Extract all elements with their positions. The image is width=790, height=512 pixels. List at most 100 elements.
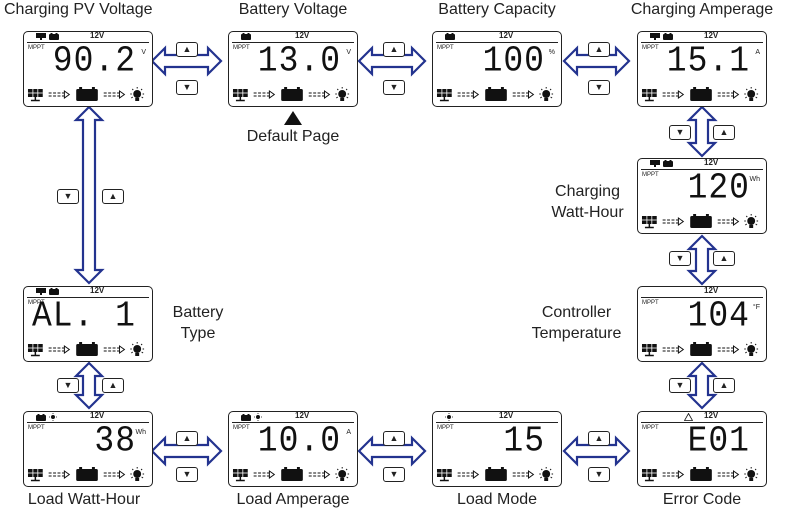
system-voltage-label: 12V xyxy=(295,411,310,420)
up-button[interactable]: ▲ xyxy=(383,42,405,57)
up-button[interactable]: ▲ xyxy=(176,431,198,446)
double-arrow-h xyxy=(357,45,427,77)
solar-panel-icon xyxy=(641,216,657,229)
status-icons xyxy=(650,160,676,169)
battery-icon xyxy=(49,33,59,40)
energy-flow-bar xyxy=(27,342,149,358)
lcd-unit: V xyxy=(141,49,146,56)
battery-icon xyxy=(241,414,251,421)
light-bulb-icon xyxy=(539,467,554,481)
down-button[interactable]: ▼ xyxy=(669,251,691,266)
battery-icon xyxy=(241,33,251,40)
up-button[interactable]: ▲ xyxy=(713,251,735,266)
caption-pv-voltage: Charging PV Voltage xyxy=(4,1,153,18)
solar-panel-icon xyxy=(27,469,43,482)
lcd-value: 100 xyxy=(482,41,545,82)
down-button[interactable]: ▼ xyxy=(588,80,610,95)
flow-arrow-icon xyxy=(717,345,740,354)
solar-panel-icon xyxy=(641,89,657,102)
double-arrow-h xyxy=(150,435,223,467)
energy-flow-bar xyxy=(641,214,763,230)
double-arrow-h xyxy=(150,45,223,77)
mode-label: MPPT xyxy=(233,45,250,51)
down-button[interactable]: ▼ xyxy=(383,467,405,482)
system-voltage-label: 12V xyxy=(499,31,514,40)
solar-panel-icon xyxy=(36,33,46,40)
lcd-unit: A xyxy=(346,429,351,436)
light-bulb-icon xyxy=(744,87,759,101)
battery-icon xyxy=(76,467,98,481)
lcd-value: 90.2 xyxy=(52,41,136,82)
mode-label: MPPT xyxy=(642,45,659,51)
lcd-divider xyxy=(436,42,558,43)
lcd-screen-charging-amperage: 12V MPPT 15.1 A xyxy=(637,31,767,107)
battery-icon xyxy=(281,87,303,101)
flow-arrow-icon xyxy=(717,470,740,479)
lcd-screen-load-amperage: 12V MPPT 10.0 A xyxy=(228,411,358,487)
down-button[interactable]: ▼ xyxy=(57,189,79,204)
up-button[interactable]: ▲ xyxy=(176,42,198,57)
down-button[interactable]: ▼ xyxy=(383,80,405,95)
flow-arrow-icon xyxy=(512,470,535,479)
down-button[interactable]: ▼ xyxy=(588,467,610,482)
system-voltage-label: 12V xyxy=(90,411,105,420)
lcd-unit: V xyxy=(346,49,351,56)
caption-error-code: Error Code xyxy=(662,491,742,508)
solar-panel-icon xyxy=(641,344,657,357)
up-button[interactable]: ▲ xyxy=(713,378,735,393)
up-button[interactable]: ▲ xyxy=(102,378,124,393)
solar-panel-icon xyxy=(27,89,43,102)
down-button[interactable]: ▼ xyxy=(57,378,79,393)
lcd-divider xyxy=(27,42,149,43)
flow-arrow-icon xyxy=(48,90,71,99)
solar-panel-icon xyxy=(27,344,43,357)
down-button[interactable]: ▼ xyxy=(176,80,198,95)
flow-arrow-icon xyxy=(717,217,740,226)
light-bulb-icon xyxy=(744,214,759,228)
lcd-value: AL. 1 xyxy=(31,296,136,337)
battery-icon xyxy=(485,87,507,101)
light-bulb-icon xyxy=(744,342,759,356)
up-button[interactable]: ▲ xyxy=(102,189,124,204)
energy-flow-bar xyxy=(641,467,763,483)
status-icons xyxy=(36,33,62,42)
battery-icon xyxy=(76,342,98,356)
flow-arrow-icon xyxy=(103,345,126,354)
caption-default-page: Default Page xyxy=(246,128,340,145)
flow-arrow-icon xyxy=(103,90,126,99)
mode-label: MPPT xyxy=(28,425,45,431)
status-icons xyxy=(36,288,62,297)
system-voltage-label: 12V xyxy=(704,158,719,167)
mode-label: MPPT xyxy=(642,172,659,178)
energy-flow-bar xyxy=(27,467,149,483)
up-button[interactable]: ▲ xyxy=(713,125,735,140)
up-button[interactable]: ▲ xyxy=(383,431,405,446)
flow-arrow-icon xyxy=(308,90,331,99)
warning-icon xyxy=(683,412,694,421)
down-button[interactable]: ▼ xyxy=(176,467,198,482)
status-icons xyxy=(445,33,458,42)
lcd-unit: A xyxy=(755,49,760,56)
flow-arrow-icon xyxy=(253,90,276,99)
flow-arrow-icon xyxy=(457,470,480,479)
solar-panel-icon xyxy=(232,89,248,102)
mode-label: MPPT xyxy=(28,300,45,306)
energy-flow-bar xyxy=(27,87,149,103)
light-bulb-icon xyxy=(539,87,554,101)
battery-icon xyxy=(36,414,46,421)
down-button[interactable]: ▼ xyxy=(669,125,691,140)
solar-panel-icon xyxy=(650,160,660,167)
light-bulb-icon xyxy=(130,87,145,101)
triangle-pointer-icon xyxy=(284,111,302,125)
energy-flow-bar xyxy=(232,467,354,483)
battery-icon xyxy=(690,214,712,228)
light-bulb-icon xyxy=(130,342,145,356)
down-button[interactable]: ▼ xyxy=(669,378,691,393)
system-voltage-label: 12V xyxy=(295,31,310,40)
up-button[interactable]: ▲ xyxy=(588,42,610,57)
lcd-unit: Wh xyxy=(749,176,761,183)
flow-arrow-icon xyxy=(662,90,685,99)
up-button[interactable]: ▲ xyxy=(588,431,610,446)
caption-battery-type: Battery Type xyxy=(172,304,224,342)
